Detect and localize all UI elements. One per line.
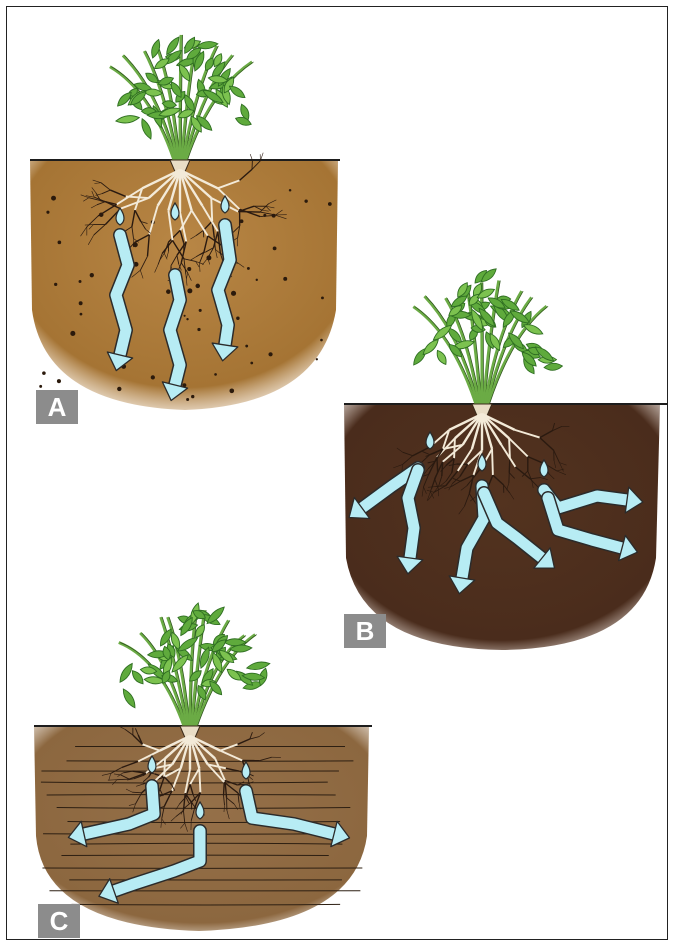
- panel-label-c: C: [38, 904, 80, 938]
- sand-grain: [57, 379, 61, 383]
- sand-grain: [70, 331, 75, 336]
- sand-grain: [187, 267, 191, 271]
- sand-grain: [268, 352, 272, 356]
- sand-grain: [236, 317, 239, 320]
- sand-grain: [51, 196, 56, 201]
- sand-grain: [256, 279, 258, 281]
- water-flow: [408, 470, 418, 558]
- sand-grain: [273, 246, 277, 250]
- sand-grain: [283, 277, 287, 281]
- sand-grain: [42, 371, 46, 375]
- root: [117, 779, 130, 780]
- root: [454, 438, 455, 458]
- sand-grain: [184, 315, 186, 317]
- sand-grain: [79, 280, 82, 283]
- leaf: [246, 660, 270, 671]
- soil-layer: [71, 904, 340, 905]
- sand-grain: [166, 289, 171, 294]
- sand-grain: [46, 211, 49, 214]
- sand-grain: [250, 362, 253, 365]
- sand-grain: [245, 345, 248, 348]
- sand-grain: [229, 389, 234, 394]
- sand-grain: [90, 273, 94, 277]
- sand-grain: [187, 288, 192, 293]
- leaf: [544, 363, 563, 371]
- sand-grain: [117, 387, 121, 391]
- root: [509, 438, 510, 458]
- panel-c-illustration: [24, 586, 374, 936]
- leaf: [139, 117, 154, 140]
- root: [164, 758, 165, 776]
- sand-grain: [191, 395, 194, 398]
- sand-grain: [214, 373, 217, 376]
- sand-grain: [197, 328, 200, 331]
- root: [509, 458, 510, 472]
- sand-grain: [316, 358, 318, 360]
- leaf: [115, 114, 139, 124]
- sand-grain: [58, 241, 62, 245]
- sand-grain: [39, 385, 42, 388]
- leaf: [434, 349, 448, 367]
- sand-grain: [195, 284, 200, 289]
- sand-grain: [328, 202, 332, 206]
- root: [199, 768, 200, 792]
- sand-grain: [186, 318, 188, 320]
- sand-grain: [80, 313, 83, 316]
- root: [224, 782, 225, 795]
- sand-grain: [231, 291, 236, 296]
- sand-grain: [151, 375, 155, 379]
- leaf: [120, 687, 138, 709]
- root: [211, 198, 212, 221]
- plant-foliage: [117, 602, 270, 740]
- sand-grain: [247, 267, 250, 270]
- root: [492, 449, 493, 475]
- plant-foliage: [411, 266, 563, 418]
- sand-grain: [304, 199, 307, 202]
- plant-foliage: [110, 35, 254, 174]
- panel-label-a: A: [36, 390, 78, 424]
- sand-grain: [54, 283, 57, 286]
- sand-grain: [186, 398, 189, 401]
- plant-stem: [481, 282, 482, 404]
- sand-grain: [79, 301, 83, 305]
- panel-a-illustration: [20, 10, 350, 430]
- sand-grain: [199, 309, 202, 312]
- sand-grain: [289, 189, 292, 192]
